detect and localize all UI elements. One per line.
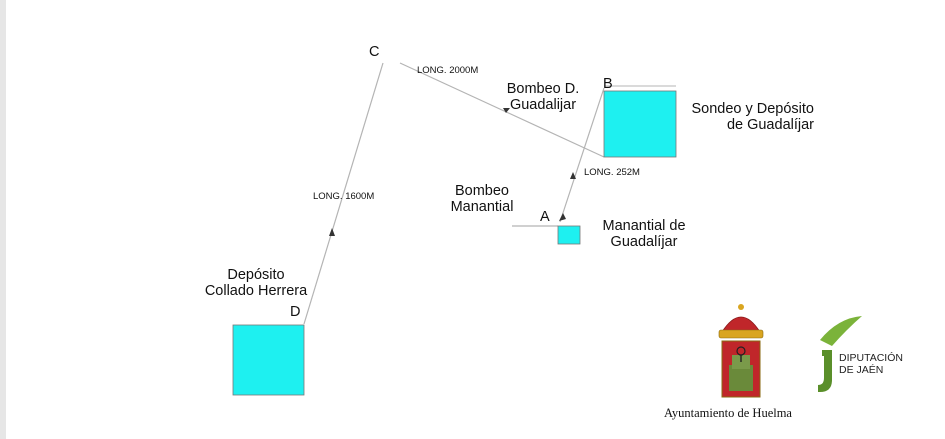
ayuntamiento-huelma-caption: Ayuntamiento de Huelma [664, 406, 792, 420]
pipe-a-b-length: LONG. 252M [584, 167, 640, 178]
pipe-d-c-length: LONG. 1600M [313, 191, 375, 202]
manantial-guadalijar-label: Manantial de Guadalíjar [596, 218, 692, 250]
flow-arrow-a-b-lower [559, 213, 566, 221]
manantial-line2: Guadalíjar [610, 234, 678, 251]
deposito-collado-herrera-label: Depósito Collado Herrera [200, 267, 312, 299]
bombeo-d-guadalijar-label: Bombeo D. Guadalijar [506, 81, 580, 113]
bombeo-manantial-label: Bombeo Manantial [447, 183, 517, 215]
diputacion-jaen-logo [818, 316, 862, 392]
diputacion-jaen-text: DIPUTACIÓN DE JAÉN [839, 352, 903, 376]
pipe-d-to-c [303, 62, 384, 325]
bombeo-d-line1: Bombeo D. [506, 81, 580, 97]
deposito-line1: Depósito [227, 267, 285, 283]
deposito-line2: Collado Herrera [204, 283, 308, 300]
tank-collado-herrera [232, 324, 305, 396]
huelma-crest-logo [718, 304, 764, 398]
flow-arrow-d-c [329, 228, 335, 236]
sondeo-deposito-label: Sondeo y Depósito de Guadalíjar [681, 101, 814, 133]
pipe-c-to-b [399, 62, 605, 158]
flow-arrow-c-b [503, 108, 510, 113]
sondeo-line1: Sondeo y Depósito [691, 101, 814, 117]
node-b-label: B [603, 76, 613, 92]
left-border [0, 0, 6, 439]
node-d-label: D [290, 304, 301, 320]
bombeo-manantial-line2: Manantial [450, 199, 514, 216]
bombeo-manantial-line1: Bombeo [454, 183, 509, 199]
pipe-c-b-length: LONG. 2000M [417, 65, 479, 76]
bombeo-d-line2: Guadalijar [509, 97, 577, 114]
tank-manantial [557, 225, 581, 245]
node-c-label: C [369, 44, 380, 60]
node-a-label: A [540, 209, 550, 225]
manantial-line1: Manantial de [602, 218, 686, 234]
diputacion-line1: DIPUTACIÓN [839, 352, 903, 364]
sondeo-line2: de Guadalíjar [726, 117, 814, 134]
tank-sondeo [603, 90, 677, 158]
pipe-a-to-b [559, 87, 605, 223]
diputacion-line2: DE JAÉN [839, 364, 884, 377]
flow-arrow-a-b-upper [570, 172, 576, 179]
